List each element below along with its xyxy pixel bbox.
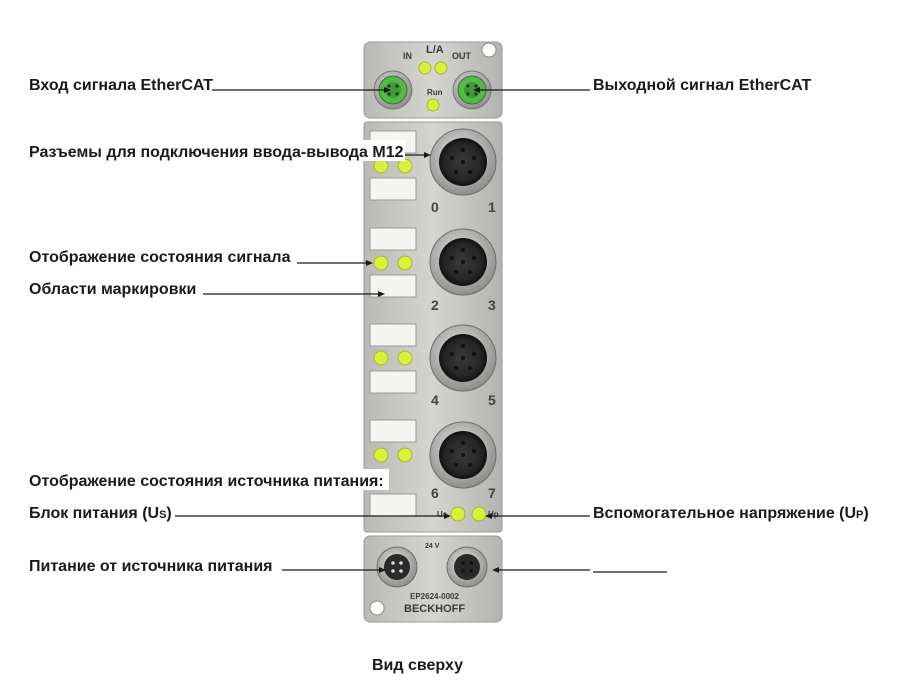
- label-power-status-bg: [27, 469, 389, 490]
- model-label: EP2624-0002: [410, 592, 459, 601]
- m12-connector: [429, 228, 497, 296]
- marking-area: [369, 323, 417, 347]
- label-power-feed: Питание от источника питания: [29, 558, 273, 575]
- run-led: [426, 98, 440, 112]
- ethercat-out-port: [452, 70, 492, 110]
- out-label: OUT: [452, 51, 472, 61]
- power-section: 24 V EP2624-0002 BECKHOFF: [376, 543, 488, 615]
- signal-led: [397, 158, 413, 174]
- port-number: 6: [431, 485, 439, 501]
- port-number: 1: [488, 199, 496, 215]
- la-label: L/A: [426, 44, 444, 56]
- signal-led: [397, 447, 413, 463]
- marking-area: [369, 177, 417, 201]
- marking-area: [369, 493, 417, 517]
- signal-led: [373, 255, 389, 271]
- leader-lines: [175, 87, 667, 573]
- power-out-connector: [446, 546, 488, 588]
- us-led: [450, 506, 466, 522]
- signal-led: [397, 350, 413, 366]
- callout-labels: Вход сигнала EtherCAT Выходной сигнал Et…: [27, 77, 869, 674]
- m12-connector: [429, 324, 497, 392]
- port-number: 2: [431, 297, 439, 313]
- port-number: 3: [488, 297, 496, 313]
- label-power-supply-us: Блок питания (US): [29, 505, 172, 522]
- label-ethercat-in: Вход сигнала EtherCAT: [29, 77, 213, 94]
- signal-led: [373, 447, 389, 463]
- m12-connector: [429, 128, 497, 196]
- up-label: Up: [488, 510, 499, 519]
- run-label: Run: [427, 88, 443, 97]
- marking-area: [369, 370, 417, 394]
- la-led-out: [434, 61, 448, 75]
- m12-connector: [429, 421, 497, 489]
- voltage-label: 24 V: [425, 543, 440, 550]
- label-m12-connectors: Разъемы для подключения ввода-вывода M12: [29, 144, 404, 161]
- mount-hole-top: [481, 42, 497, 58]
- la-led-in: [418, 61, 432, 75]
- label-power-status: Отображение состояния источника питания:: [29, 473, 384, 490]
- label-aux-voltage-up: Вспомогательное напряжение (UP): [593, 505, 869, 522]
- port-number: 4: [431, 392, 439, 408]
- us-label: Us: [437, 510, 448, 519]
- label-ethercat-out: Выходной сигнал EtherCAT: [593, 77, 812, 94]
- label-marking-areas: Области маркировки: [29, 281, 196, 298]
- power-in-connector: [376, 546, 418, 588]
- caption: Вид сверху: [372, 657, 463, 674]
- ethercat-section: IN L/A OUT Run: [373, 44, 492, 112]
- io-channels: 0 1 2 3 4 5: [369, 128, 499, 522]
- marking-area: [369, 419, 417, 443]
- signal-led: [373, 158, 389, 174]
- port-number: 5: [488, 392, 496, 408]
- up-led: [471, 506, 487, 522]
- ethercat-in-port: [373, 70, 413, 110]
- brand-label: BECKHOFF: [404, 603, 465, 615]
- marking-area: [369, 227, 417, 251]
- in-label: IN: [403, 51, 412, 61]
- marking-area: [369, 274, 417, 298]
- port-number: 0: [431, 199, 439, 215]
- port-number: 7: [488, 485, 496, 501]
- label-m12-bg: [27, 140, 405, 161]
- label-signal-status: Отображение состояния сигнала: [29, 249, 291, 266]
- signal-led: [397, 255, 413, 271]
- signal-led: [373, 350, 389, 366]
- mount-hole-bottom: [369, 600, 385, 616]
